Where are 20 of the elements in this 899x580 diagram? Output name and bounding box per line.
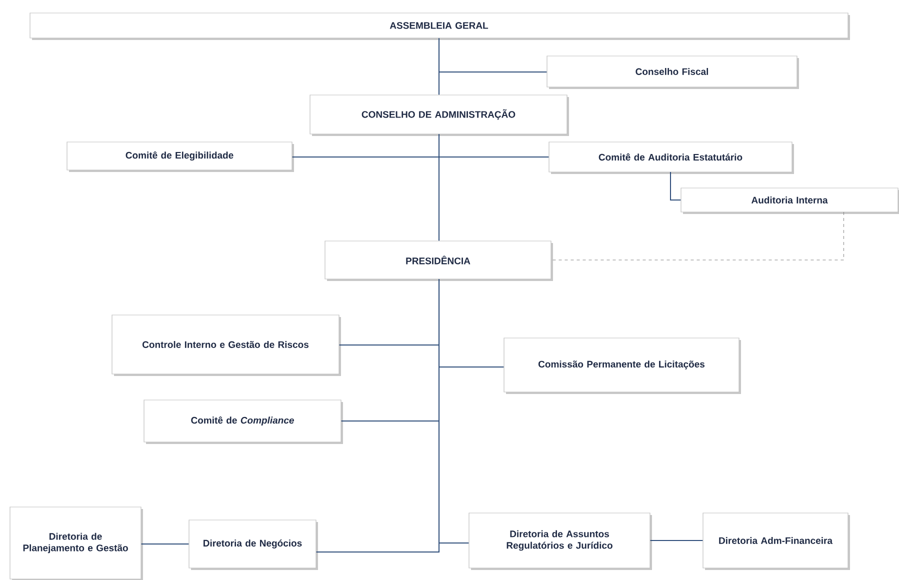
- connector-line: [551, 212, 844, 260]
- connector-line: [670, 172, 682, 200]
- connector-line: [438, 38, 548, 72]
- org-box: Conselho Fiscal: [546, 56, 799, 89]
- connector-line: [650, 540, 704, 541]
- org-box: PRESIDÊNCIA: [324, 240, 553, 281]
- org-box: Auditoria Interna: [680, 188, 899, 214]
- org-box: Controle Interno e Gestão de Riscos: [112, 314, 341, 376]
- connector-line: [438, 134, 550, 158]
- org-box: Comitê de Auditoria Estatutário: [548, 142, 794, 174]
- org-box: Comitê de Compliance: [144, 400, 343, 444]
- org-box: Comissão Permanente de Licitações: [504, 338, 741, 394]
- org-box: ASSEMBLEIA GERAL: [30, 12, 850, 40]
- org-box: Comitê de Elegibilidade: [66, 142, 294, 172]
- org-box: Diretoria Adm-Financeira: [702, 512, 850, 570]
- org-box: Diretoria de Assuntos Regulatórios e Jurídico: [468, 512, 652, 570]
- org-box: CONSELHO DE ADMINISTRAÇÃO: [310, 94, 569, 136]
- org-box: Diretoria de Planejamento e Gestão: [10, 506, 143, 580]
- connector-line: [438, 278, 470, 544]
- org-box: Diretoria de Negócios: [188, 520, 318, 570]
